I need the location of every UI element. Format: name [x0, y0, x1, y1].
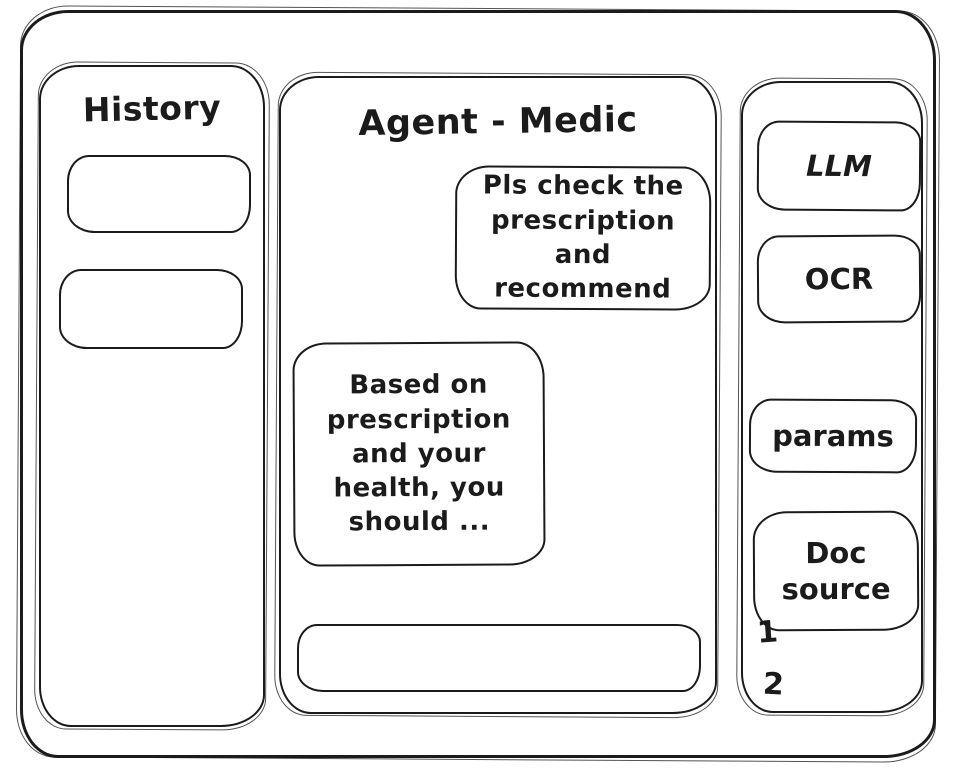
app-window-frame: History Agent - Medic Pls check the pres… [20, 10, 936, 758]
user-message-bubble: Pls check the prescription and recommend [454, 165, 712, 311]
chat-title: Agent - Medic [358, 100, 638, 144]
doc-source-item-2[interactable]: 2 [762, 666, 785, 703]
history-item[interactable] [67, 155, 251, 233]
history-panel-title: History [82, 87, 222, 130]
history-panel: History [39, 65, 265, 727]
chat-input[interactable] [297, 624, 701, 692]
tool-button-params[interactable]: params [748, 398, 918, 474]
tools-panel: LLM OCR params Doc source 1 2 [741, 81, 923, 713]
tool-button-llm[interactable]: LLM [756, 120, 922, 212]
history-item[interactable] [59, 269, 243, 349]
doc-source-item-1[interactable]: 1 [755, 614, 780, 651]
agent-message-bubble: Based on prescription and your health, y… [292, 341, 546, 567]
tool-button-doc-source[interactable]: Doc source [752, 510, 920, 632]
tool-button-ocr[interactable]: OCR [756, 234, 922, 324]
chat-panel: Agent - Medic Pls check the prescription… [279, 76, 717, 714]
